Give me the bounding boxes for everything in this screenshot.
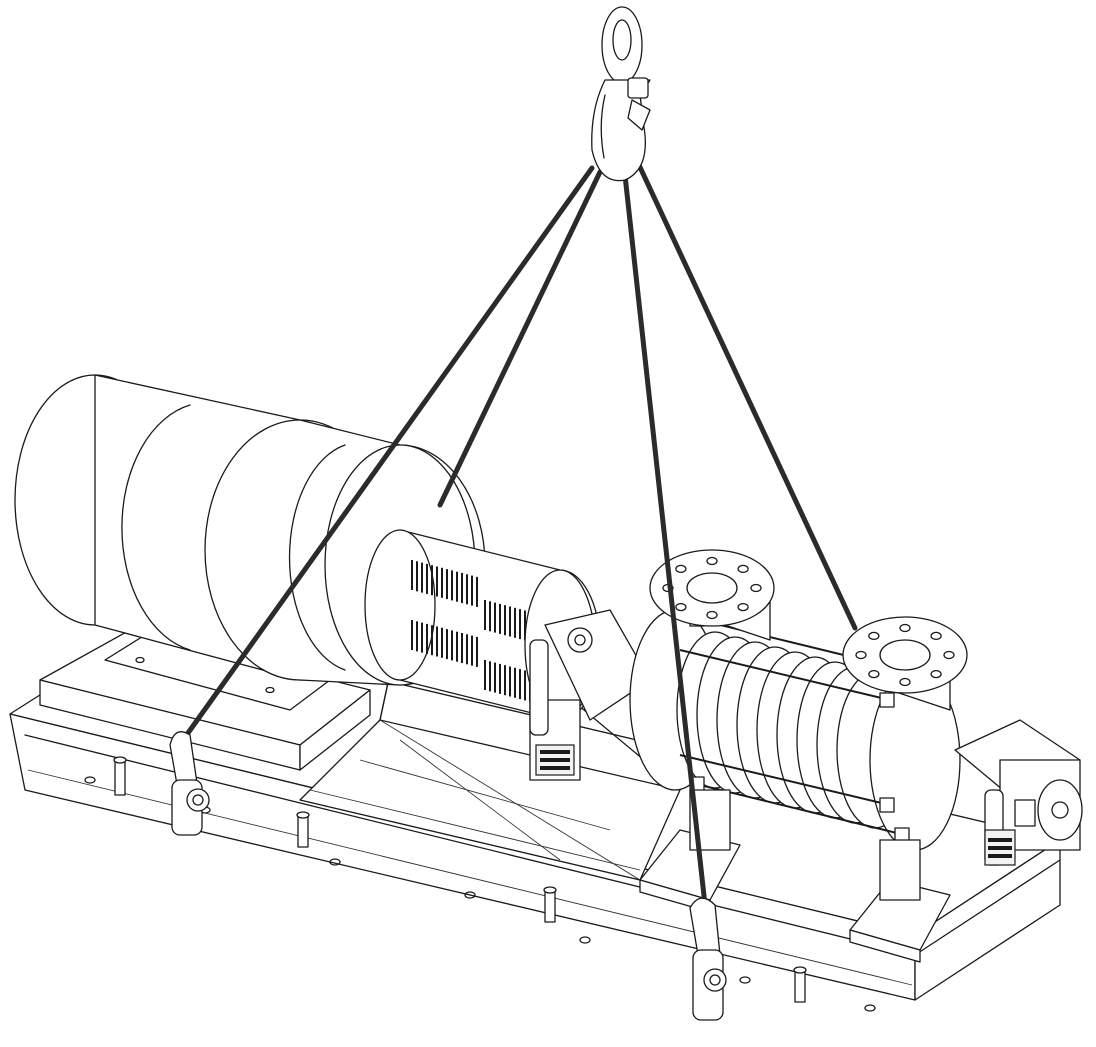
flange-bolt-hole <box>930 631 942 641</box>
suction-flange-bolts <box>662 556 762 620</box>
label-plate <box>540 750 570 770</box>
discharge-flange-bolts <box>855 623 955 687</box>
left-shackle <box>169 731 210 836</box>
bearing-bracket <box>529 609 651 781</box>
electric-motor <box>14 374 486 686</box>
flange-bolt-hole <box>868 669 880 679</box>
motor-base <box>39 629 371 771</box>
pump-feet <box>639 789 951 963</box>
lifting-slings <box>180 145 858 908</box>
flange-bolt-hole <box>899 677 911 687</box>
crane-hook <box>591 6 651 182</box>
right-shackle <box>689 897 727 1021</box>
flange-bolt-hole <box>943 650 955 660</box>
flange-bolt-hole <box>675 602 687 612</box>
flange-bolt-hole <box>899 623 911 633</box>
pump-stages <box>676 631 914 829</box>
flange-bolt-hole <box>855 650 867 660</box>
flange-bolt-hole <box>737 602 749 612</box>
multistage-pump <box>629 549 968 851</box>
flange-bolt-hole <box>930 669 942 679</box>
baseplate-studs <box>113 756 807 1003</box>
flange-bolt-hole <box>868 631 880 641</box>
outboard-bearing <box>954 719 1083 866</box>
flange-bolt-hole <box>706 610 718 620</box>
flange-bolt-hole <box>675 564 687 574</box>
flange-bolt-hole <box>737 564 749 574</box>
flange-bolt-hole <box>750 583 762 593</box>
flange-bolt-hole <box>706 556 718 566</box>
